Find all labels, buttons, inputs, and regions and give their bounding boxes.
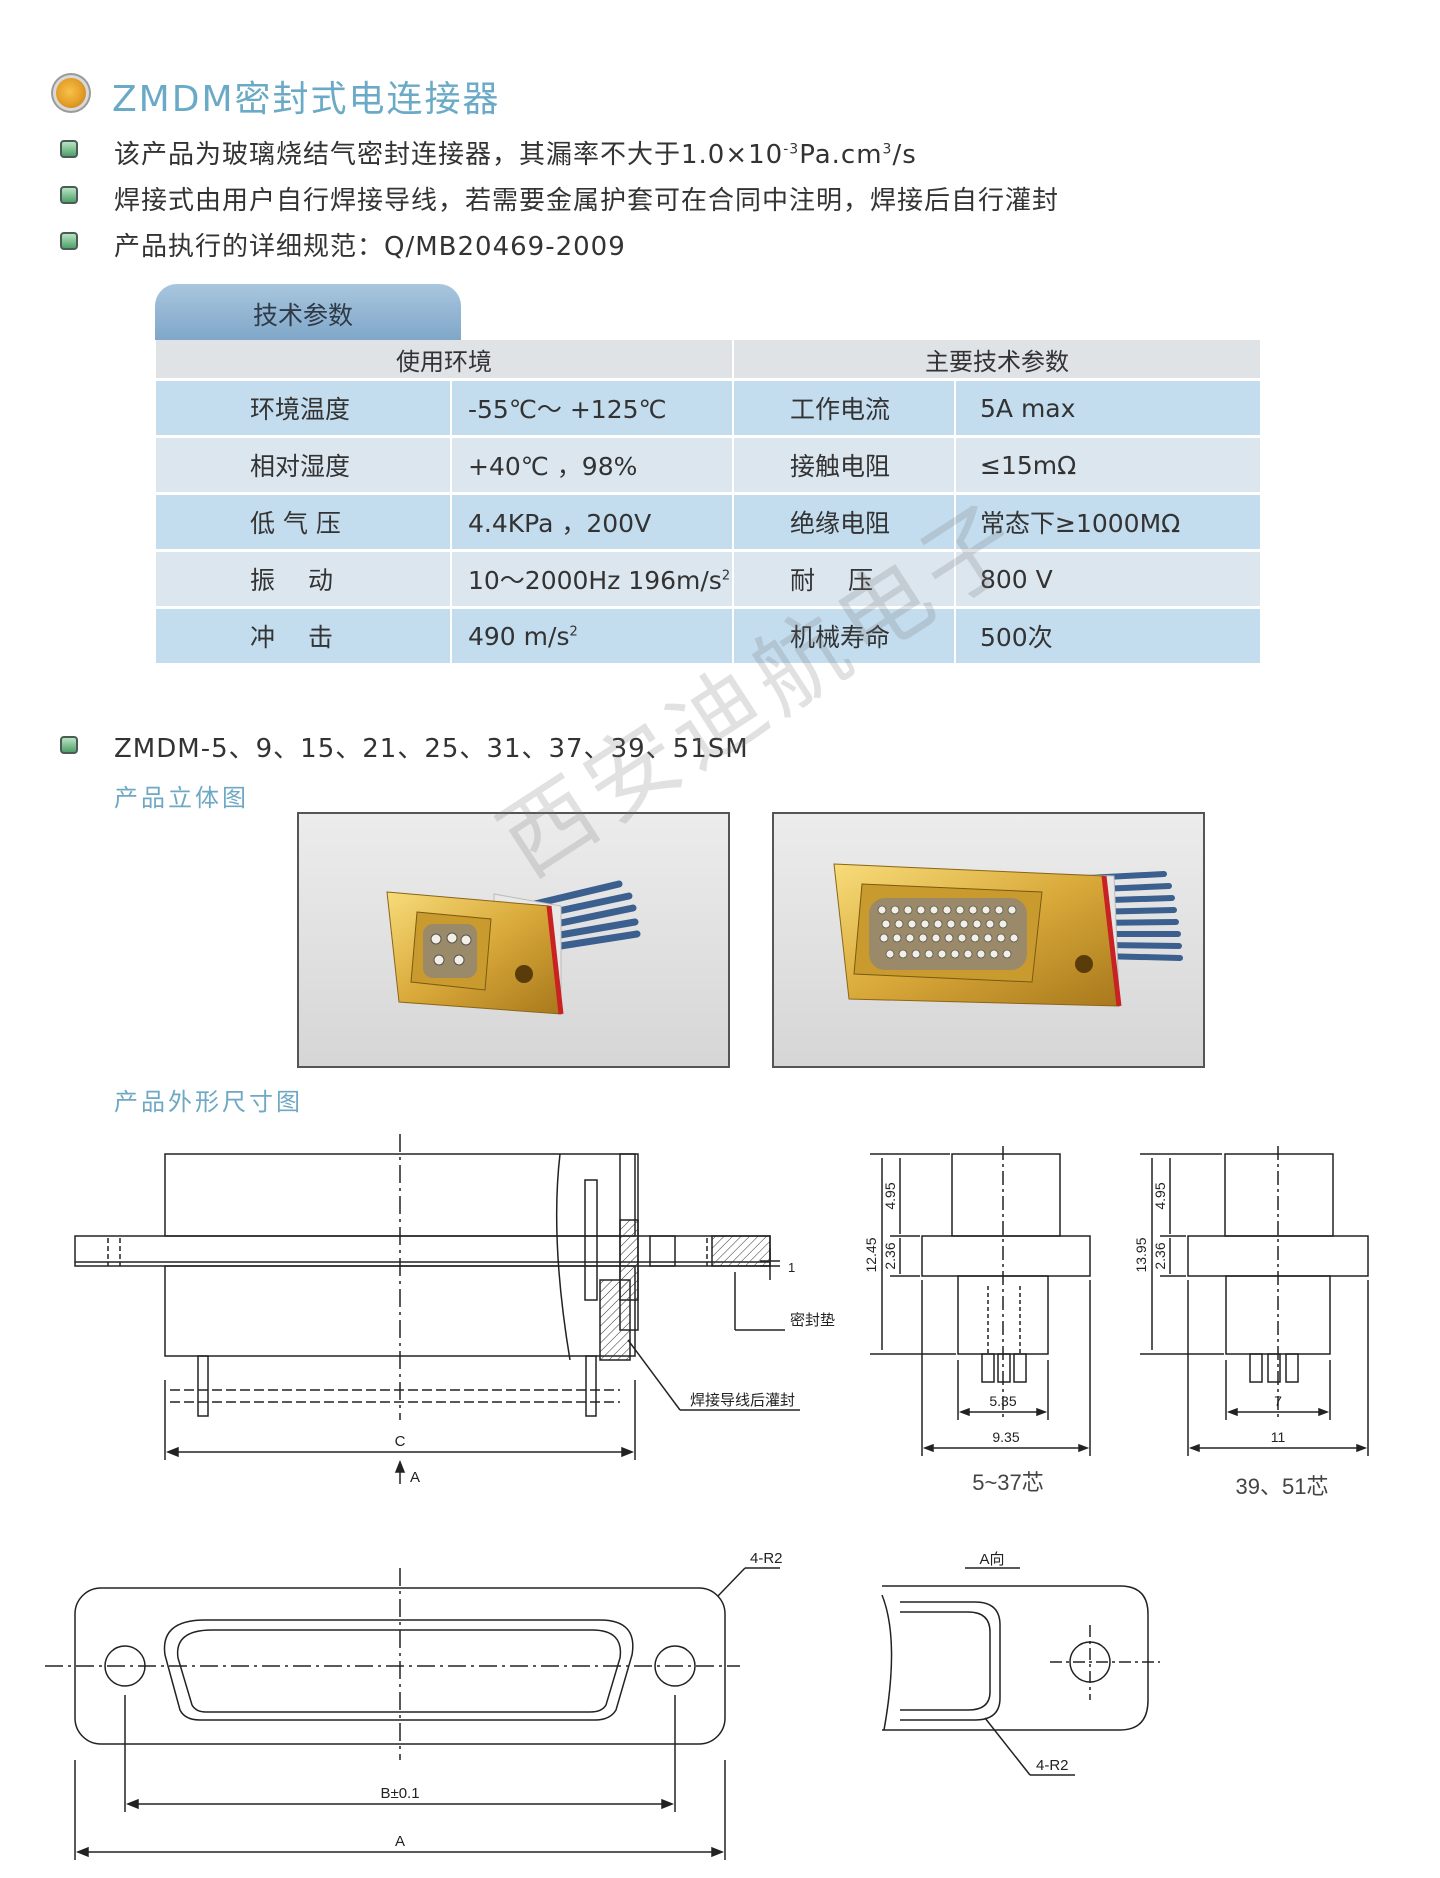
side1-height-label: 12.45 — [863, 1237, 879, 1272]
side2-height-label: 13.95 — [1133, 1237, 1149, 1272]
view-arrow-a-label: A — [410, 1469, 420, 1486]
side2-outer-width-label: 11 — [1271, 1429, 1286, 1445]
tech-label: 工作电流 — [732, 379, 955, 438]
side2-caption: 39、51芯 — [1236, 1474, 1329, 1499]
a-view-radius-label: 4-R2 — [1036, 1757, 1069, 1774]
table-row: 低 气 压 4.4KPa ，200V 绝缘电阻 常态下≥1000MΩ — [154, 493, 1260, 552]
tech-value: 5A max — [954, 379, 1260, 438]
env-value: 490 m/s2 — [450, 607, 733, 666]
series-line: ZMDM-5、9、15、21、25、31、37、39、51SM — [114, 734, 749, 764]
connector-37pin-illustration — [833, 863, 1183, 1007]
bullet-icon — [60, 736, 78, 754]
env-value: -55℃～ +125℃ — [450, 379, 733, 438]
dimension-drawings: C A 密封垫 焊接导线后灌封 1 12.45 4.95 2.36 5.35 9… — [45, 1134, 1369, 1860]
env-label: 低 气 压 — [154, 493, 451, 552]
env-value: +40℃ ，98% — [450, 436, 733, 495]
side-view-5-37 — [870, 1146, 1091, 1456]
tech-label: 机械寿命 — [732, 607, 955, 666]
main-side-view — [74, 1134, 800, 1484]
bullet-icon — [60, 232, 78, 250]
seal-gasket-label: 密封垫 — [790, 1312, 835, 1329]
side1-caption: 5~37芯 — [972, 1470, 1044, 1495]
env-label: 环境温度 — [154, 379, 451, 438]
tech-value: ≤15mΩ — [954, 436, 1260, 495]
env-label: 振 动 — [154, 550, 451, 609]
table-row: 冲 击 490 m/s2 机械寿命 500次 — [154, 607, 1260, 666]
side1-inner-width-label: 5.35 — [989, 1393, 1016, 1409]
dim-c-label: C — [395, 1433, 406, 1450]
table-row: 环境温度 -55℃～ +125℃ 工作电流 5A max — [154, 379, 1260, 438]
spec-tab: 技术参数 — [155, 284, 461, 342]
tech-label: 耐 压 — [732, 550, 955, 609]
side2-inner-width-label: 7 — [1274, 1393, 1282, 1409]
side1-outer-width-label: 9.35 — [992, 1429, 1019, 1445]
tech-value: 500次 — [954, 607, 1260, 666]
section-3d-view: 产品立体图 — [114, 784, 249, 812]
soldering-line: 焊接式由用户自行焊接导线，若需要金属护套可在合同中注明，焊接后自行灌封 — [114, 186, 1060, 216]
product-photo-small — [297, 812, 730, 1068]
page-title: ZMDM密封式电连接器 — [112, 79, 501, 120]
env-header: 使用环境 — [154, 340, 733, 381]
dim-b-label: B±0.1 — [380, 1785, 419, 1802]
side2-flange-label: 2.36 — [1152, 1242, 1168, 1269]
table-row: 相对湿度 +40℃ ，98% 接触电阻 ≤15mΩ — [154, 436, 1260, 495]
bullet-icon — [60, 186, 78, 204]
connector-9pin-illustration — [386, 880, 641, 1015]
solder-potting-label: 焊接导线后灌封 — [690, 1392, 795, 1409]
env-label: 相对湿度 — [154, 436, 451, 495]
dim-1-label: 1 — [788, 1260, 795, 1275]
title-bullet-icon — [56, 78, 86, 108]
tech-value: 800 V — [954, 550, 1260, 609]
tech-label: 绝缘电阻 — [732, 493, 955, 552]
side2-top-label: 4.95 — [1152, 1182, 1168, 1209]
side1-top-label: 4.95 — [882, 1182, 898, 1209]
env-value: 4.4KPa ，200V — [450, 493, 733, 552]
spec-standard-line: 产品执行的详细规范：Q/MB20469-2009 — [114, 232, 626, 262]
env-value: 10～2000Hz 196m/s2 — [450, 550, 733, 609]
side1-flange-label: 2.36 — [882, 1242, 898, 1269]
spec-table: 使用环境 主要技术参数 环境温度 -55℃～ +125℃ 工作电流 5A max… — [154, 340, 1260, 666]
section-dimension-drawing: 产品外形尺寸图 — [114, 1088, 303, 1116]
env-label: 冲 击 — [154, 607, 451, 666]
table-row: 振 动 10～2000Hz 196m/s2 耐 压 800 V — [154, 550, 1260, 609]
front-view — [45, 1567, 780, 1860]
leak-rate-line: 该产品为玻璃烧结气密封连接器，其漏率不大于1.0×10-3Pa.cm3/s — [114, 140, 917, 170]
tech-header: 主要技术参数 — [732, 340, 1260, 381]
tech-label: 接触电阻 — [732, 436, 955, 495]
front-radius-label: 4-R2 — [750, 1550, 783, 1567]
side-view-39-51 — [1140, 1146, 1369, 1456]
product-photo-large — [772, 812, 1205, 1068]
dim-a-label: A — [395, 1833, 405, 1850]
bullet-icon — [60, 140, 78, 158]
a-direction-view — [881, 1567, 1160, 1776]
view-a-label: A向 — [979, 1551, 1004, 1568]
tech-value: 常态下≥1000MΩ — [954, 493, 1260, 552]
spec-header-row: 使用环境 主要技术参数 — [154, 340, 1260, 381]
